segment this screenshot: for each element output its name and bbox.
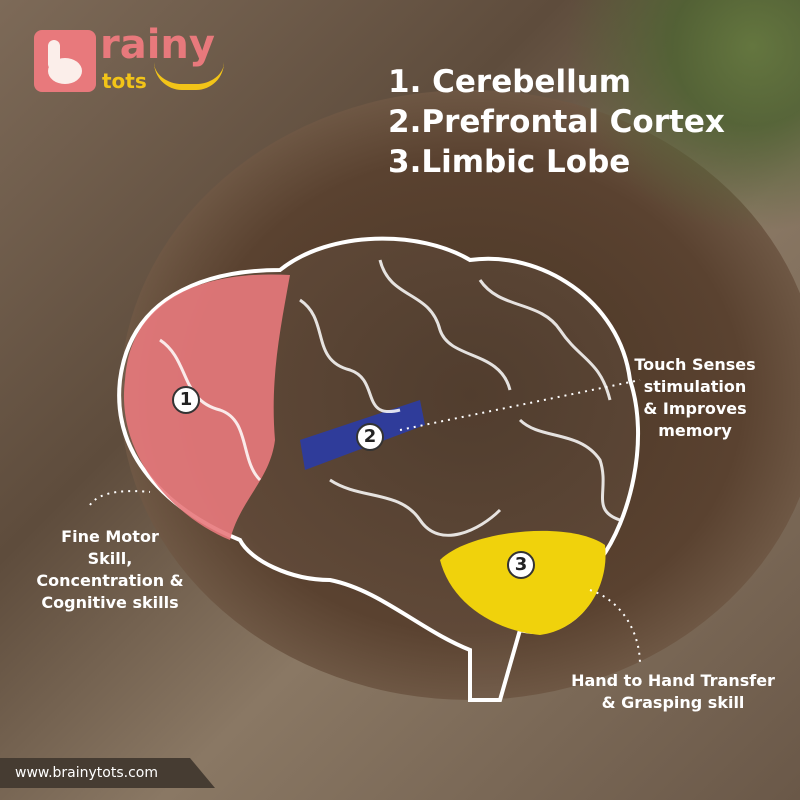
annotation-motor: Fine Motor Skill, Concentration & Cognit… [20, 526, 200, 614]
logo-text-tots: tots [102, 69, 147, 93]
annotation-hand: Hand to Hand Transfer & Grasping skill [548, 670, 798, 714]
annotation-touch: Touch Senses stimulation & Improves memo… [610, 354, 780, 442]
limbic-region [440, 530, 606, 635]
logo-b-icon [34, 30, 96, 92]
region-title-cerebellum: 1. Cerebellum [388, 64, 632, 100]
region-list: 1. Cerebellum 2.Prefrontal Cortex 3.Limb… [388, 62, 725, 182]
cerebellum-region [123, 274, 291, 540]
marker-3: 3 [507, 551, 535, 579]
annotation-line: & Grasping skill [601, 693, 745, 712]
region-title-limbic: 3.Limbic Lobe [388, 144, 631, 180]
annotation-line: Cognitive skills [41, 593, 179, 612]
annotation-line: Fine Motor [61, 527, 159, 546]
marker-2: 2 [356, 423, 384, 451]
brain-folds [159, 259, 621, 537]
logo-smile-icon [154, 62, 224, 90]
annotation-line: Touch Senses [634, 355, 756, 374]
annotation-line: Skill, [87, 549, 133, 568]
plant-background [560, 0, 800, 230]
marker-1: 1 [172, 386, 200, 414]
logo-text-rainy: rainy [100, 22, 215, 68]
annotation-line: Hand to Hand Transfer [571, 671, 775, 690]
annotation-leaders [89, 379, 641, 666]
annotation-line: Concentration & [36, 571, 184, 590]
annotation-line: & Improves [643, 399, 747, 418]
website-link[interactable]: www.brainytots.com [0, 758, 215, 788]
brainytots-logo: rainy tots [34, 24, 274, 94]
region-title-prefrontal: 2.Prefrontal Cortex [388, 104, 725, 140]
annotation-line: stimulation [643, 377, 747, 396]
annotation-line: memory [658, 421, 732, 440]
